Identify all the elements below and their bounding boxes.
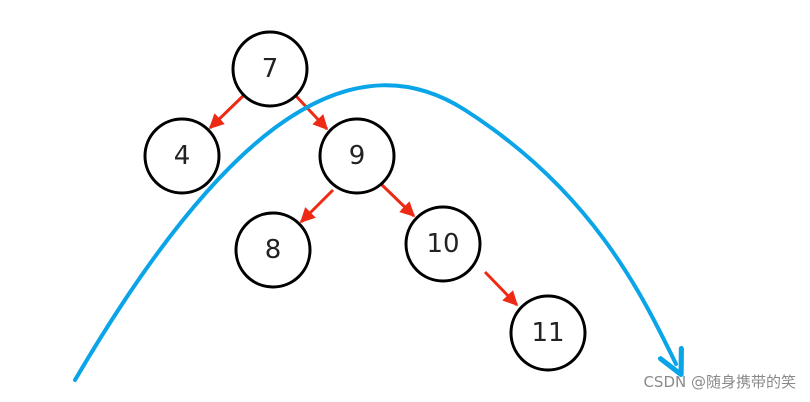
traversal-curve (73, 83, 676, 382)
tree-node-9: 9 (318, 117, 396, 195)
watermark-text: CSDN @随身携带的笑 (643, 373, 796, 391)
tree-node-10: 10 (404, 205, 482, 283)
tree-node-7: 7 (231, 30, 309, 108)
edge-9-to-10 (379, 182, 416, 218)
node-label: 8 (265, 235, 282, 265)
node-label: 4 (174, 141, 191, 171)
tree-node-11: 11 (509, 294, 587, 372)
tree-node-4: 4 (143, 117, 221, 195)
node-label: 10 (426, 229, 459, 259)
edge-7-to-4 (208, 94, 245, 130)
node-label: 11 (531, 318, 564, 348)
edge-9-to-8 (299, 188, 335, 224)
node-label: 7 (262, 54, 279, 84)
edge-7-to-9 (294, 94, 329, 131)
tree-node-8: 8 (234, 211, 312, 289)
node-label: 9 (349, 141, 366, 171)
edge-10-to-11 (483, 270, 519, 307)
